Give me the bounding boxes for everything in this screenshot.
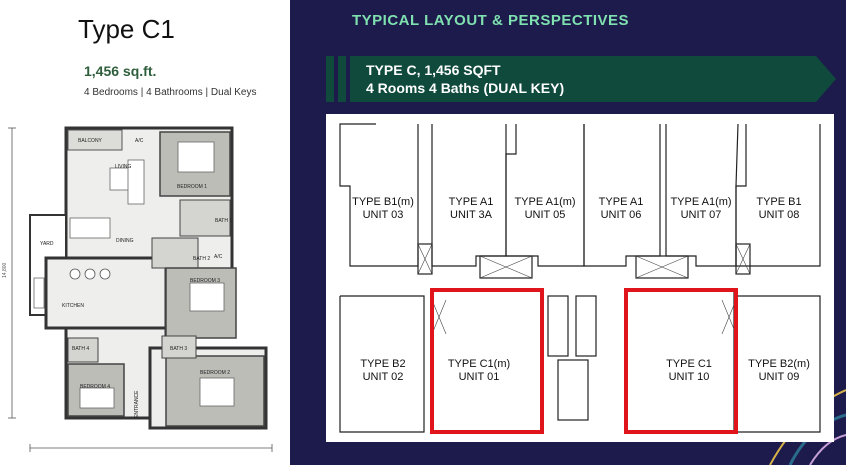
room-label-living: LIVING bbox=[115, 164, 132, 170]
room-label-bedroom-1: BEDROOM 1 bbox=[177, 184, 207, 190]
dimension-label: 14,800 bbox=[2, 262, 8, 278]
room-label-dining: DINING bbox=[116, 238, 134, 244]
floor-plan-drawing: 14,800 BALCONY A/C LIVING bbox=[2, 126, 273, 452]
room-label-bath-1: BATH 1 bbox=[215, 218, 232, 224]
room-label-yard: YARD bbox=[40, 241, 54, 247]
unit-label: TYPE B1(m)UNIT 03 bbox=[352, 196, 414, 221]
room-label-ac-2: A/C bbox=[214, 254, 223, 260]
room-label-kitchen: KITCHEN bbox=[62, 303, 84, 309]
key-plan-drawing bbox=[339, 123, 821, 434]
room-label-bath-3: BATH 3 bbox=[170, 346, 187, 352]
room-label-bath-4: BATH 4 bbox=[72, 346, 89, 352]
unit-label: TYPE C1(m)UNIT 01 bbox=[447, 358, 511, 383]
banner-line-2: 4 Rooms 4 Baths (DUAL KEY) bbox=[366, 80, 565, 96]
highlight-unit-01 bbox=[430, 288, 544, 434]
unit-specs: 4 Bedrooms | 4 Bathrooms | Dual Keys bbox=[84, 87, 257, 98]
type-banner bbox=[326, 56, 836, 102]
room-label-bedroom-2: BEDROOM 2 bbox=[200, 370, 230, 376]
banner-text: TYPE C, 1,456 SQFT 4 Rooms 4 Baths (DUAL… bbox=[366, 61, 564, 97]
room-label-balcony: BALCONY bbox=[78, 138, 103, 144]
unit-label: TYPE A1(m)UNIT 05 bbox=[514, 196, 576, 221]
section-header: TYPICAL LAYOUT & PERSPECTIVES bbox=[352, 12, 630, 29]
highlight-unit-10 bbox=[624, 288, 738, 434]
room-label-bedroom-3: BEDROOM 3 bbox=[190, 278, 220, 284]
room-label-bedroom-4: BEDROOM 4 bbox=[80, 384, 110, 390]
room-label-entrance: ENTRANCE bbox=[134, 390, 140, 418]
unit-label: TYPE B2(m)UNIT 09 bbox=[748, 358, 810, 383]
room-label-bath-2: BATH 2 bbox=[193, 256, 210, 262]
floor-plan-panel: Type C1 1,456 sq.ft. 4 Bedrooms | 4 Bath… bbox=[0, 0, 290, 465]
unit-type-title: Type C1 bbox=[78, 14, 175, 44]
unit-area: 1,456 sq.ft. bbox=[84, 63, 157, 79]
unit-label: TYPE A1(m)UNIT 07 bbox=[670, 196, 732, 221]
banner-line-1: TYPE C, 1,456 SQFT bbox=[366, 62, 501, 78]
room-label-ac-1: A/C bbox=[135, 138, 144, 144]
